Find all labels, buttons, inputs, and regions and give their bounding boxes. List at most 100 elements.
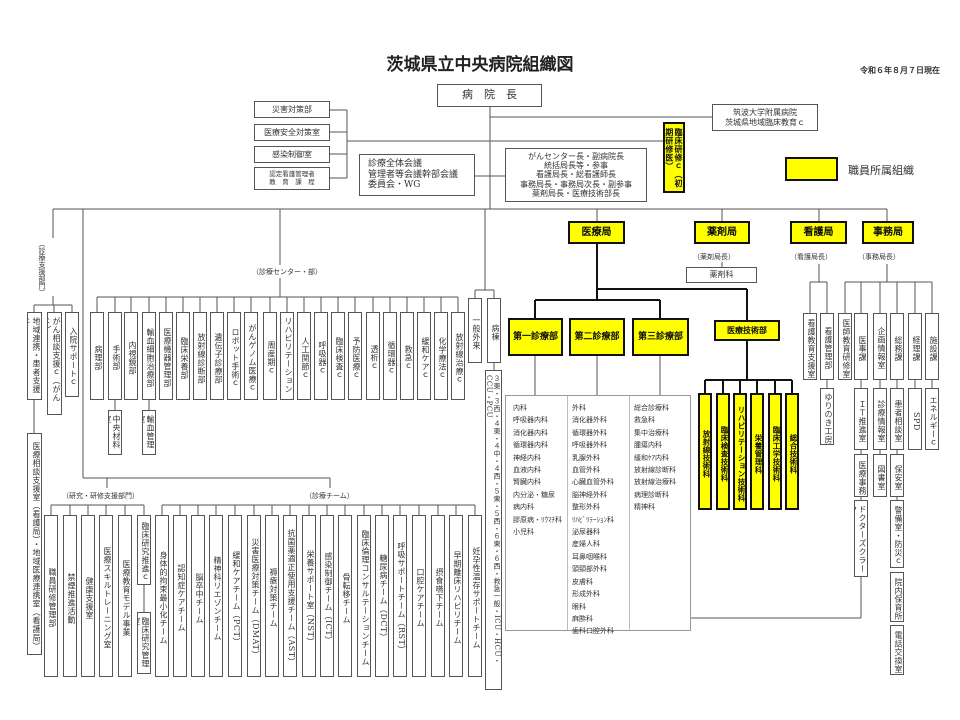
medical-tech-dept-box: 医療技術部: [714, 320, 780, 341]
center-box: 予防医療ｃ: [348, 312, 362, 400]
admin-sub2-box: 医療事務: [854, 454, 868, 497]
legend-swatch: [785, 157, 838, 181]
center-box: 救急ｃ: [400, 312, 414, 400]
transfusion-room-box: 輸血管理室: [142, 410, 156, 455]
team-box: 骨転移チーム: [338, 515, 352, 677]
department-item: 緩和ｹｱ内科: [634, 453, 669, 462]
outpatient-box: 一般外来: [468, 298, 482, 363]
consultation-office-box: 医療相談支援室（看護局）・地域医療連携室（看護局）: [27, 433, 42, 655]
department-item: 整形外科: [572, 503, 600, 512]
center-box: リハビリテーションｃ: [280, 312, 294, 400]
tsukuba-box: 筑波大学附属病院 茨城県地域臨床教育ｃ: [712, 104, 818, 131]
admin-sub2-box: 保安室: [890, 454, 904, 497]
teams-label: （診療チーム）: [305, 492, 354, 500]
department-item: 循環器内科: [513, 441, 548, 450]
pharmacy-dept-box: 薬剤科: [686, 267, 757, 283]
team-box: 妊孕性温存サポートチーム: [468, 515, 482, 677]
admin-sub-box: ＩＴ推進室: [854, 388, 868, 450]
department-item: 内科: [513, 404, 527, 412]
department-item: 消化器内科: [513, 428, 548, 437]
doctors-clerk-box: ドクターズクラーク: [854, 500, 868, 577]
department-item: 脳神経外科: [572, 490, 607, 499]
department-item: 腫瘍内科: [634, 441, 662, 450]
nursing-unit-box: 看護教育支援室: [803, 313, 817, 380]
ward-box: 病棟: [487, 298, 501, 363]
department-item: 放射線診断科: [634, 466, 676, 475]
department-item: 病内科: [513, 503, 534, 512]
security-box: 警備室・防災ｃ: [890, 500, 904, 568]
department-column: 外科消化器外科循環器外科呼吸器外科乳腺外科血管外科心臓血管外科脳神経外科整形外科…: [567, 396, 614, 638]
department-item: 麻酔科: [572, 614, 593, 623]
department-item: 産婦人科: [572, 540, 600, 549]
meetings-box: 診療全体会議 管理者等会議幹部会議 委員会・WG: [359, 154, 475, 196]
department-item: 精神科: [634, 503, 655, 512]
department-column: 総合診療科救急科集中治療科腫瘍内科緩和ｹｱ内科放射線診断科放射線治療科病理診断科…: [629, 396, 676, 630]
tech-unit-box: リハビリテーション技術科: [733, 393, 747, 510]
department-item: 皮膚科: [572, 577, 593, 586]
nursing-bureau-box: 看護局: [790, 221, 847, 244]
department-item: 内分泌・糖尿: [513, 490, 555, 499]
nursing-unit-box: 看護管理部: [820, 313, 834, 380]
committee-box: 認定看護管理者 教 育 課 程: [254, 167, 330, 190]
team-box: 精神科リエゾンチーム: [209, 515, 223, 677]
tech-unit-box: 臨床工学技術科: [768, 393, 782, 510]
admin-unit-box: 経理課: [908, 313, 922, 380]
admin-unit-box: 施設課: [925, 313, 939, 380]
center-box: 周産期ｃ: [263, 312, 277, 400]
center-box: 放射線治療ｃ: [451, 312, 465, 400]
admin-sub-box: SPD: [908, 388, 922, 450]
research-box: 禁煙推進活動: [63, 515, 77, 677]
team-box: 摂食嚥下チーム: [431, 515, 445, 677]
department-item: 泌尿器科: [572, 528, 600, 537]
admin-sub2-box: 図書室: [873, 454, 887, 497]
department-item: 救急科: [634, 416, 655, 425]
yurinoki-box: ゆりのき工房: [820, 388, 834, 445]
center-box: 遺伝子診療部: [210, 312, 224, 400]
admin-unit-box: 医師教育研修室: [838, 313, 852, 380]
department-item: 神経内科: [513, 453, 541, 462]
department-item: 膠原病・ﾘｳﾏﾁ科: [513, 515, 562, 524]
committee-box: 医療安全対策室: [254, 124, 330, 141]
nursing-head-label: （看護局長）: [790, 253, 832, 261]
center-box: 放射線診断部: [193, 312, 207, 400]
admin-bureau-box: 事務局: [862, 221, 914, 244]
center-box: 内視鏡部: [124, 312, 138, 400]
legend-label: 職員所属組織: [848, 164, 914, 177]
department-list: 内科呼吸器内科消化器内科循環器内科神経内科血液内科腎臓内科内分泌・糖尿病内科膠原…: [505, 395, 691, 635]
center-box: 病理部: [90, 312, 104, 400]
admin-sub-box: 診療情報室: [873, 388, 887, 450]
research-box: 職員研修管理部: [44, 515, 58, 677]
central-supply-box: 中央材料室: [108, 410, 122, 455]
pharmacy-head-label: （薬剤局長）: [693, 253, 735, 261]
clinical-division-box: 第三診療部: [632, 318, 689, 356]
admin-sub-box: エネルギーｃ: [925, 388, 939, 450]
research-box: 臨床研究推進ｃ: [137, 515, 151, 585]
center-box: 輸血細胞治療部: [142, 312, 156, 400]
center-box: 化学療法ｃ: [434, 312, 448, 400]
committee-box: 災害対策部: [254, 101, 330, 118]
team-box: 栄養サポート室（NST）: [302, 515, 316, 677]
research-box: 健康支援室: [81, 515, 95, 677]
center-box: 医療機器管理部: [159, 312, 173, 400]
research-division-label: （研究・研修支援部門）: [62, 492, 139, 500]
tech-unit-box: 放射線技術科: [698, 393, 712, 510]
hospital-director-box: 病 院 長: [437, 84, 542, 107]
center-box: がんゲノム医療ｃ: [244, 312, 258, 400]
page-title: 茨城県立中央病院組織図: [386, 55, 574, 75]
department-item: 血液内科: [513, 466, 541, 475]
security-box: 電話交換室: [890, 625, 904, 675]
department-item: 集中治療科: [634, 428, 669, 437]
department-item: 総合診療科: [634, 404, 669, 412]
clinical-research-mgmt-box: 臨床研究管理室: [137, 612, 151, 674]
tech-unit-box: 栄養管理科: [750, 393, 764, 510]
team-box: 褥瘡対策チーム: [265, 515, 279, 677]
security-box: 院内保育所: [890, 572, 904, 622]
support-unit-box: 地域連携・患者支援ｃ: [27, 312, 42, 400]
wards-list-box: ３東・３西・４東・４中・４西・５東・５西・６東・６西・救急一般・ICU・HCU・…: [485, 370, 502, 690]
department-item: 呼吸器外科: [572, 441, 607, 450]
admin-head-label: （事務局長）: [858, 253, 900, 261]
as-of-date: 令和６年８月７日現在: [860, 66, 940, 75]
clinical-division-box: 第一診療部: [508, 318, 563, 356]
department-item: 外科: [572, 404, 586, 412]
department-item: 循環器外科: [572, 428, 607, 437]
